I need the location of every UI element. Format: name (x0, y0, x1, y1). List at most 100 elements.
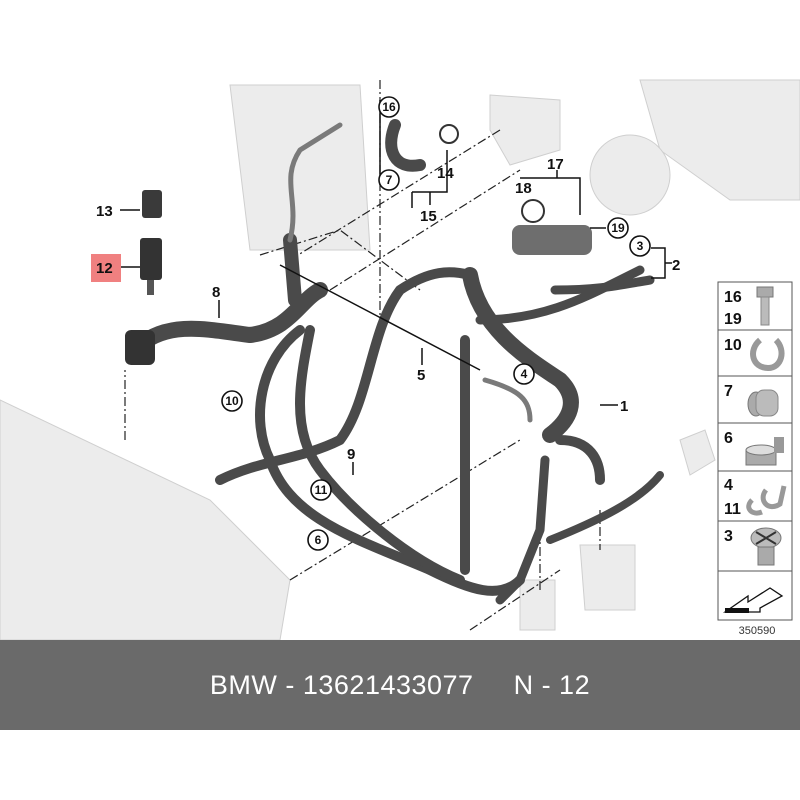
callout-18: 18 (515, 180, 532, 197)
thermostat-ghost (489, 94, 561, 166)
callout-14: 14 (437, 165, 454, 182)
diagram-shape (289, 439, 521, 581)
diagram-shape (287, 122, 343, 243)
pump-ghost (579, 544, 636, 611)
legend-row-bolt: 16 19 (724, 286, 774, 328)
diagram-shape (411, 150, 448, 208)
legend-row-connector: 7 (724, 383, 779, 417)
callouts: 13 12 8 5 1 9 14 15 17 18 2 16 7 19 3 4 … (91, 96, 680, 551)
legend-row-screw-plug: 3 (724, 527, 782, 566)
part-info-banner: BMW - 13621433077 N - 12 (0, 640, 800, 730)
callout-8: 8 (212, 284, 220, 301)
diagram-position: N - 12 (513, 669, 591, 700)
callout-13: 13 (96, 203, 113, 220)
callout-6: 6 (307, 529, 329, 551)
o-ring-18 (521, 199, 545, 223)
diagram-shape: 10 (225, 394, 239, 408)
diagram-shape (329, 169, 521, 291)
diagram-shape (760, 296, 770, 326)
diagram-shape (550, 275, 655, 295)
hose-clamp-icon (745, 437, 784, 466)
coolant-pipe-17 (512, 225, 592, 255)
callout-10: 10 (221, 390, 243, 412)
direction-arrow-icon (722, 587, 784, 613)
screw-plug-icon (750, 527, 782, 566)
engine-ghost (639, 79, 800, 201)
hose-clip-icon (750, 337, 785, 372)
callout-4: 4 (513, 363, 535, 385)
legend-row-double-clip: 4 11 (724, 477, 787, 518)
diagram-shape (651, 247, 672, 279)
diagram-shape (718, 329, 792, 572)
diagram-shape (755, 531, 777, 545)
hose-connector-left (125, 330, 155, 365)
callout-3: 3 (629, 235, 651, 257)
diagram-shape (555, 435, 605, 485)
hoses (125, 119, 664, 605)
diagram-shape (607, 217, 629, 239)
diagram-shape: 7 (724, 383, 733, 400)
diagram-shape (520, 170, 581, 215)
callout-11: 11 (310, 479, 332, 501)
diagram-shape (722, 587, 784, 613)
callout-1: 1 (620, 398, 628, 415)
diagram-shape (385, 119, 426, 172)
parts-diagram: 13 12 8 5 1 9 14 15 17 18 2 16 7 19 3 4 … (0, 79, 800, 640)
diagram-shape: 6 (724, 430, 733, 447)
diagram-shape (378, 96, 400, 118)
callout-9: 9 (347, 446, 355, 463)
diagram-shape (295, 325, 465, 585)
diagram-shape: 19 (611, 221, 625, 235)
o-ring-14 (439, 124, 459, 144)
diagram-shape (475, 265, 645, 325)
bolt-icon (756, 286, 774, 326)
diagram-shape (629, 235, 651, 257)
ghost-components (0, 79, 800, 640)
reference-number: 350590 (739, 625, 776, 637)
diagram-shape (513, 363, 535, 385)
part-13-bracket (142, 190, 162, 218)
callout-5: 5 (417, 367, 425, 384)
callout-15: 15 (420, 208, 437, 225)
diagram-shape (462, 267, 579, 443)
diagram-shape: 16 (382, 100, 396, 114)
diagram-shape (310, 479, 332, 501)
callout-16: 16 (378, 96, 400, 118)
diagram-shape: 7 (386, 173, 393, 187)
diagram-shape (495, 455, 550, 605)
double-clip-icon (746, 485, 787, 516)
diagram-shape (307, 529, 329, 551)
diagram-shape: 19 (724, 311, 742, 328)
expansion-tank-ghost (229, 84, 371, 251)
diagram-shape (755, 389, 779, 417)
callout-2: 2 (672, 257, 680, 274)
diagram-shape (469, 569, 561, 631)
diagram-shape: 4 (724, 477, 733, 494)
diagram-shape (756, 286, 774, 298)
diagram-shape (482, 377, 533, 423)
diagram-shape (132, 282, 328, 353)
part-12-sensor (140, 238, 162, 280)
diagram-shape: 6 (315, 533, 322, 547)
label-leaders (120, 100, 672, 475)
diagram-shape (757, 546, 775, 566)
legend-panel: 16 19 10 7 6 4 11 3 350590 (717, 281, 793, 637)
diagram-shape: 10 (724, 337, 742, 354)
diagram-shape (725, 608, 749, 613)
highlight-box-12 (91, 254, 121, 282)
diagram-shape (255, 325, 525, 596)
diagram-shape (745, 444, 777, 456)
diagram-shape (221, 390, 243, 412)
diagram-shape (283, 233, 302, 307)
callout-12: 12 (96, 260, 113, 277)
diagram-shape (147, 280, 154, 295)
diagram-shape: 3 (637, 239, 644, 253)
filter-housing-ghost (589, 134, 671, 216)
legend-row-hose-clip: 10 (724, 337, 785, 372)
diagram-shape: 11 (724, 501, 741, 518)
sensor-ghost (679, 429, 716, 476)
diagram-shape (774, 437, 784, 453)
connector-icon (747, 389, 779, 417)
callout-19: 19 (607, 217, 629, 239)
